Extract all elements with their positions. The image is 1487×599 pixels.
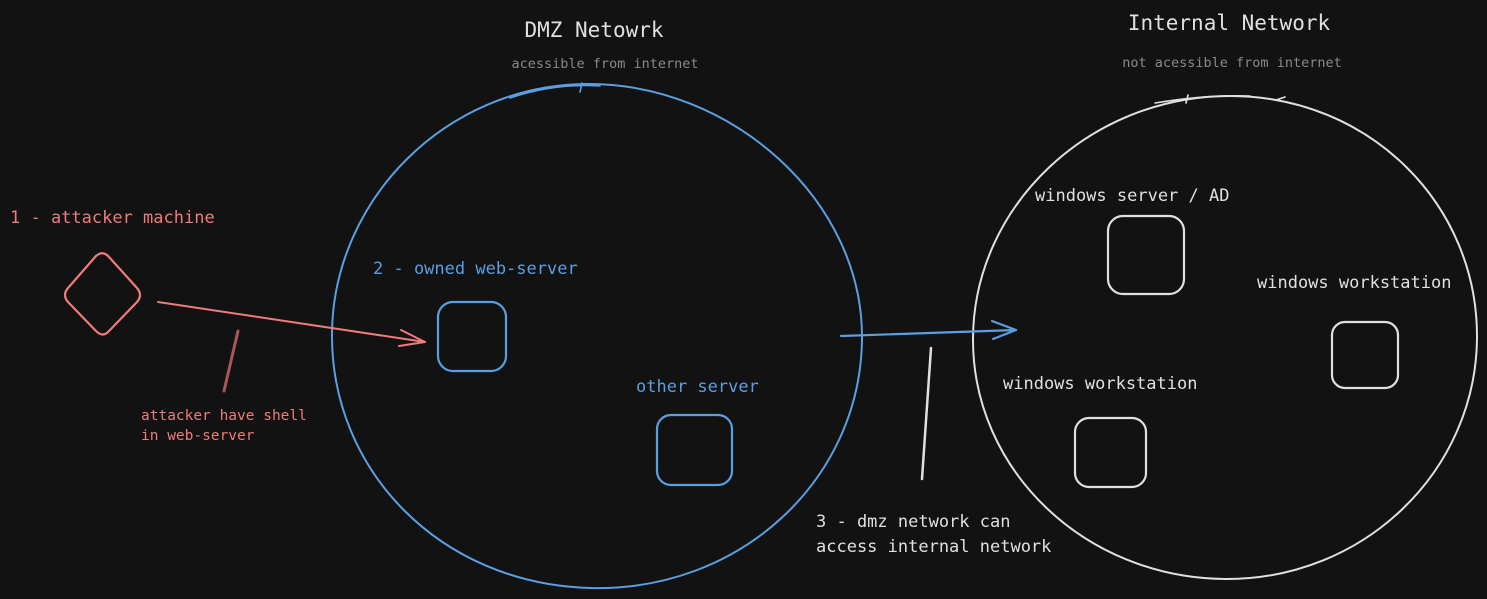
pivot-group: 3 - dmz network can access internal netw… [816, 319, 1051, 557]
windows-workstation-right-label: windows workstation [1257, 273, 1451, 293]
internal-network-title: Internal Network [1128, 11, 1331, 35]
internal-network-circle-sketch [1154, 94, 1286, 104]
pivot-arrow-head [990, 319, 1018, 341]
other-server-label: other server [636, 377, 759, 397]
dmz-network-circle-sketch [509, 82, 601, 99]
dmz-network-subtitle: acessible from internet [512, 56, 699, 72]
dmz-network-circle [330, 82, 864, 590]
attacker-note-line-2: in web-server [141, 428, 255, 444]
attacker-note-line-1: attacker have shell [141, 408, 307, 424]
attacker-group: 1 - attacker machine attacker have shell… [10, 208, 426, 444]
footnote-line-2: access internal network [816, 537, 1051, 557]
attacker-machine-node[interactable] [63, 252, 142, 336]
internal-network-zone: Internal Network not acessible from inte… [971, 11, 1479, 581]
dmz-network-title: DMZ Netowrk [524, 18, 663, 42]
internal-network-subtitle: not acessible from internet [1122, 55, 1341, 71]
attacker-machine-label: 1 - attacker machine [10, 208, 215, 228]
pivot-arrow [839, 328, 1018, 338]
windows-workstation-left-label: windows workstation [1003, 374, 1197, 394]
owned-web-server-node[interactable] [436, 300, 508, 373]
windows-workstation-right-node[interactable] [1330, 320, 1400, 390]
other-server-node[interactable] [655, 413, 734, 487]
footnote-line-1: 3 - dmz network can [816, 512, 1010, 532]
windows-server-ad-node[interactable] [1106, 214, 1186, 296]
attacker-note-connector [222, 329, 240, 393]
owned-web-server-label: 2 - owned web-server [373, 259, 578, 279]
attack-arrow-head [398, 329, 426, 347]
windows-server-ad-label: windows server / AD [1035, 186, 1229, 206]
windows-workstation-left-node[interactable] [1073, 416, 1148, 489]
internal-network-circle [971, 95, 1479, 581]
footnote-connector [920, 346, 933, 481]
dmz-network-zone: DMZ Netowrk acessible from internet 2 - … [330, 18, 864, 590]
attack-arrow [157, 301, 426, 343]
